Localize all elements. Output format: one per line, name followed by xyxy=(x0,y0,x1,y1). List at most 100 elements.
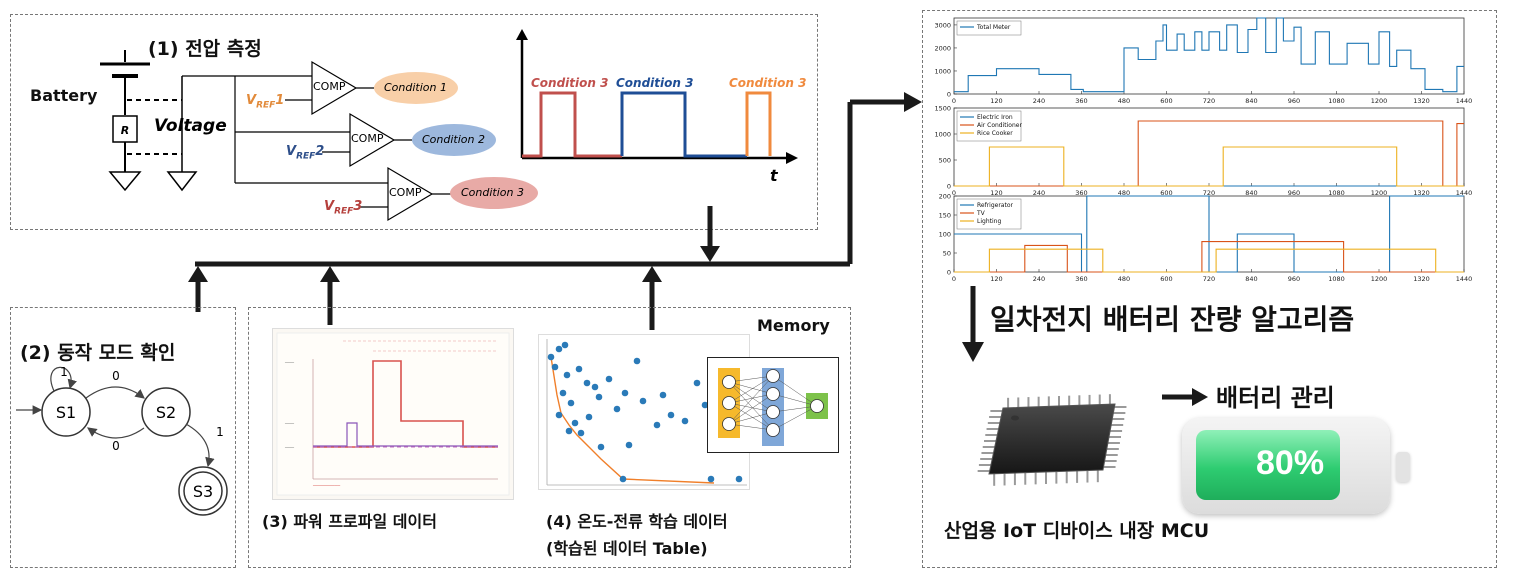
resistor-label: R xyxy=(121,124,129,137)
voltage-panel xyxy=(10,14,818,230)
temp-current-sublabel: (학습된 데이터 Table) xyxy=(546,539,708,558)
y-tick-label: 200 xyxy=(939,193,951,201)
power-profile-label: (3) 파워 프로파일 데이터 xyxy=(262,512,437,531)
x-tick-label: 1440 xyxy=(1456,97,1473,105)
x-tick-label: 720 xyxy=(1203,275,1215,282)
pulse-2-label: Condition 3 xyxy=(616,76,694,90)
series-line xyxy=(954,248,1464,273)
comp-1-label: COMP xyxy=(313,80,346,93)
condition-2-label: Condition 2 xyxy=(422,133,485,146)
temp-current-label: (4) 온도-전류 학습 데이터 xyxy=(546,512,728,531)
mcu-label: 산업용 IoT 디바이스 내장 MCU xyxy=(944,520,1210,542)
x-tick-label: 1200 xyxy=(1371,275,1388,282)
battery-percent: 80% xyxy=(1256,444,1325,482)
y-tick-label: 1000 xyxy=(934,131,951,139)
x-tick-label: 240 xyxy=(1033,97,1045,105)
pulse-3 xyxy=(745,91,772,156)
x-tick-label: 960 xyxy=(1288,189,1300,197)
x-tick-label: 480 xyxy=(1118,189,1130,197)
state-s2-label: S2 xyxy=(156,403,176,422)
series-line xyxy=(954,17,1464,93)
state-s3 xyxy=(178,466,228,516)
voltage-title: (1) 전압 측정 xyxy=(148,38,262,60)
battery-label: Battery xyxy=(30,86,98,105)
condition-3-label: Condition 3 xyxy=(461,186,524,199)
mode-panel xyxy=(10,307,236,568)
y-tick-label: 1000 xyxy=(934,67,951,75)
legend-label: Refrigerator xyxy=(977,202,1014,209)
y-tick-label: 150 xyxy=(939,212,951,220)
x-tick-label: 360 xyxy=(1075,97,1087,105)
pulse-1-label: Condition 3 xyxy=(531,76,609,90)
memory-title: Memory xyxy=(757,316,830,335)
legend-box xyxy=(956,20,1022,36)
battery-symbol xyxy=(100,50,150,192)
x-tick-label: 960 xyxy=(1288,275,1300,282)
x-tick-label: 120 xyxy=(990,275,1002,282)
condition-1-label: Condition 1 xyxy=(384,81,447,94)
x-tick-label: 240 xyxy=(1033,189,1045,197)
x-tick-label: 720 xyxy=(1203,97,1215,105)
x-tick-label: 480 xyxy=(1118,275,1130,282)
transition-label: 1 xyxy=(60,365,68,379)
x-tick-label: 1080 xyxy=(1328,275,1345,282)
state-machine: S1 S2 S3 1 0 0 1 xyxy=(16,365,228,516)
x-tick-label: 600 xyxy=(1160,275,1172,282)
comp-3-label: COMP xyxy=(389,186,422,199)
legend-label: Rice Cooker xyxy=(977,130,1013,137)
x-tick-label: 240 xyxy=(1033,275,1045,282)
mcu-chip-icon xyxy=(977,394,1127,486)
x-tick-label: 120 xyxy=(990,97,1002,105)
x-tick-label: 840 xyxy=(1245,275,1257,282)
power-profile-image: ─── ─── ─── ───────── xyxy=(272,328,514,500)
svg-text:─────────: ───────── xyxy=(312,483,341,489)
x-tick-label: 1320 xyxy=(1413,97,1430,105)
state-s1-label: S1 xyxy=(56,403,76,422)
x-tick-label: 120 xyxy=(990,189,1002,197)
bus-connectors xyxy=(188,92,922,330)
legend-label: Total Meter xyxy=(976,24,1011,31)
x-tick-label: 360 xyxy=(1075,275,1087,282)
algorithm-title: 일차전지 배터리 잔량 알고리즘 xyxy=(990,303,1355,336)
x-tick-label: 1200 xyxy=(1371,189,1388,197)
memory-panel xyxy=(248,307,851,568)
series-line xyxy=(954,146,1464,187)
y-tick-label: 2000 xyxy=(934,44,951,52)
state-s3-label: S3 xyxy=(193,482,213,501)
svg-text:───: ─── xyxy=(284,360,295,366)
legend-label: TV xyxy=(976,210,986,217)
x-tick-label: 1080 xyxy=(1328,97,1345,105)
y-tick-label: 0 xyxy=(947,269,951,277)
mode-title: (2) 동작 모드 확인 xyxy=(20,342,176,364)
legend-label: Air Conditioner xyxy=(977,122,1022,129)
pulse-2 xyxy=(620,91,747,158)
transition-label: 0 xyxy=(112,369,120,383)
x-tick-label: 600 xyxy=(1160,97,1172,105)
y-tick-label: 1500 xyxy=(934,105,951,113)
svg-text:───: ─── xyxy=(284,445,295,451)
x-tick-label: 480 xyxy=(1118,97,1130,105)
x-tick-label: 0 xyxy=(952,97,956,105)
voltage-circuit: R xyxy=(100,29,798,222)
x-tick-label: 1440 xyxy=(1456,189,1473,197)
series-line xyxy=(954,120,1464,187)
y-tick-label: 0 xyxy=(947,183,951,191)
battery-gauge: 80% xyxy=(1182,418,1390,514)
battery-mgmt-arrow xyxy=(1162,388,1208,406)
y-tick-label: 100 xyxy=(939,231,951,239)
y-tick-label: 50 xyxy=(943,250,951,258)
legend-label: Lighting xyxy=(977,218,1001,225)
pulse-1 xyxy=(522,91,622,158)
condition-2-ellipse xyxy=(412,124,496,156)
battery-mgmt-label: 배터리 관리 xyxy=(1216,384,1335,412)
x-tick-label: 840 xyxy=(1245,97,1257,105)
timing-axes xyxy=(516,29,798,164)
x-tick-label: 1320 xyxy=(1413,189,1430,197)
x-tick-label: 0 xyxy=(952,189,956,197)
voltage-label: Voltage xyxy=(154,116,227,136)
battery-terminal xyxy=(1396,452,1410,482)
condition-3-ellipse xyxy=(450,177,538,209)
transition-label: 0 xyxy=(112,439,120,453)
legend-label: Electric Iron xyxy=(977,114,1013,121)
